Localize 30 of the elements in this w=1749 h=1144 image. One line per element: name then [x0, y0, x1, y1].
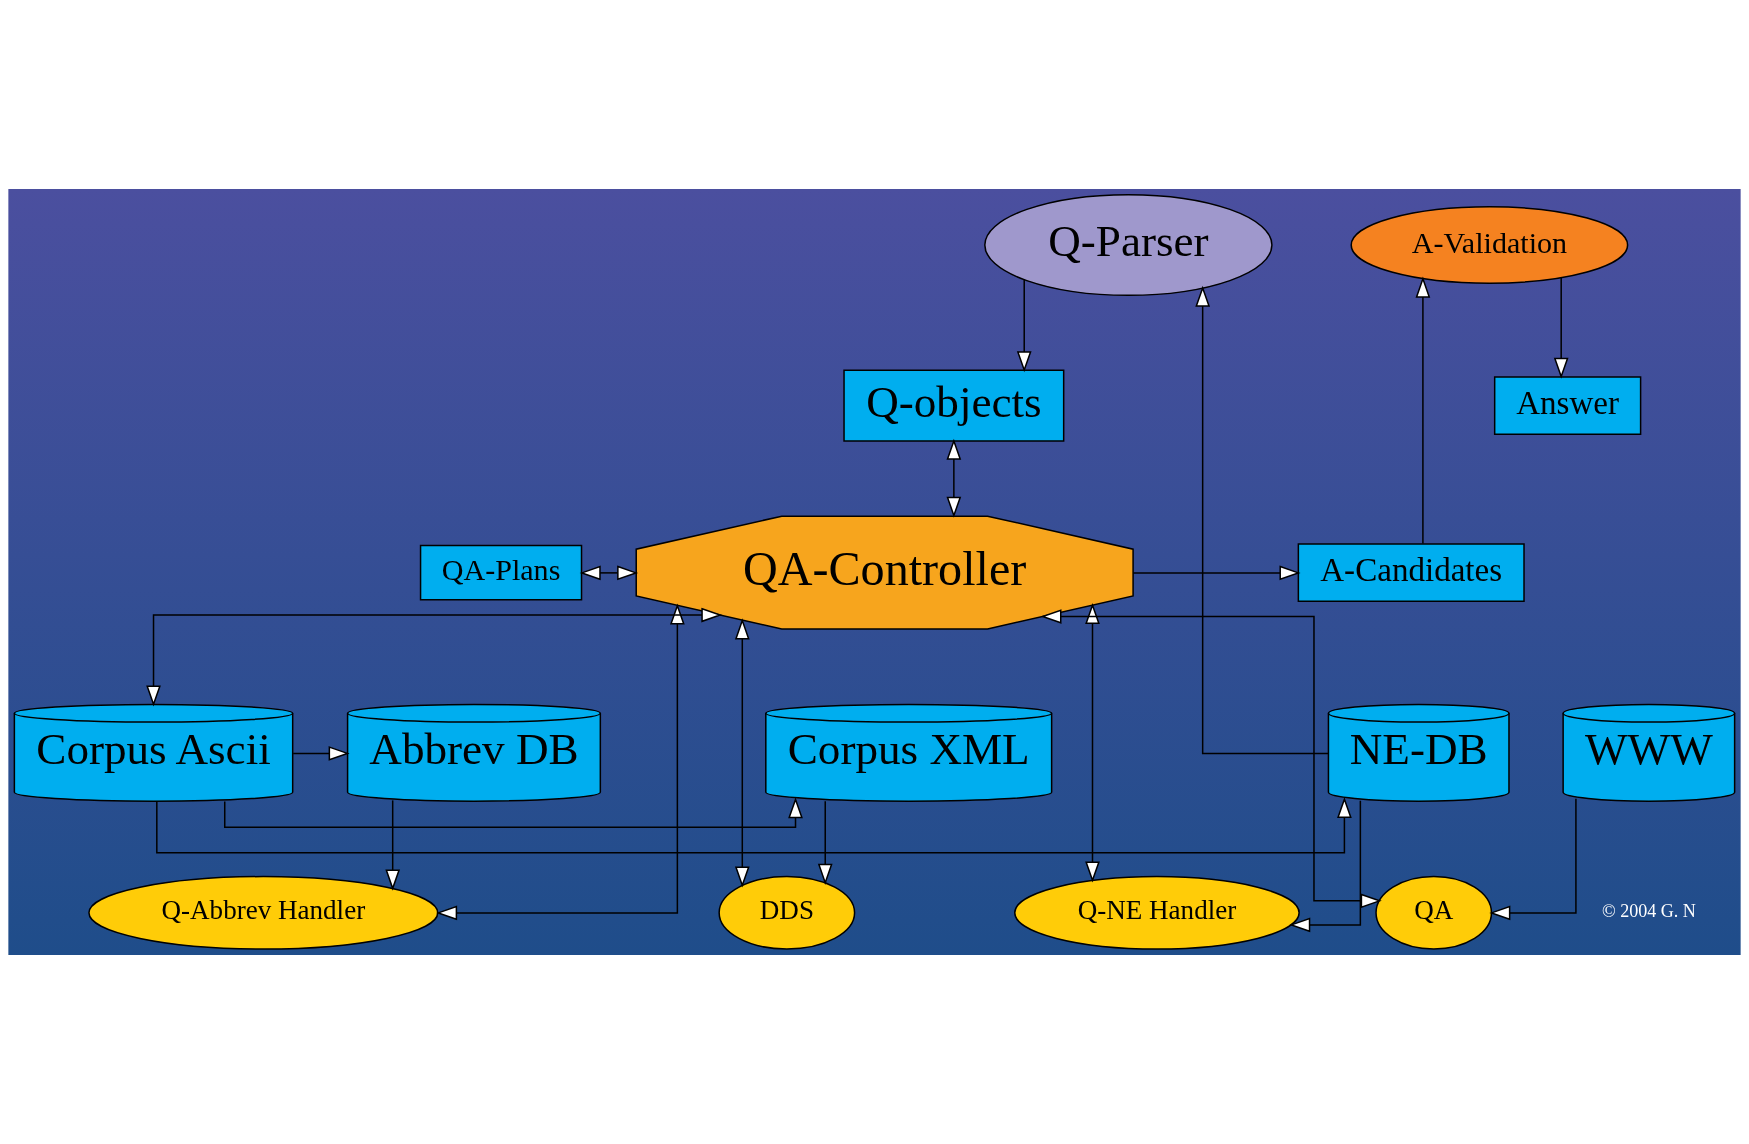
arrow	[817, 800, 833, 885]
node-box: Q-objects	[843, 369, 1065, 442]
node-ellipse: Q-Parser	[984, 193, 1273, 297]
arrow	[1289, 800, 1362, 933]
arrow	[385, 799, 401, 891]
arrow	[1553, 277, 1569, 379]
node-box: QA-Plans	[419, 544, 583, 601]
node-box: Answer	[1493, 376, 1642, 435]
arrow	[156, 797, 1352, 854]
arrow	[146, 607, 723, 707]
arrow	[436, 603, 685, 921]
label: © 2004 G. N	[1601, 901, 1696, 922]
arrow	[946, 438, 962, 518]
node-box: A-Candidates	[1297, 543, 1525, 602]
arrow	[1085, 602, 1100, 883]
arrow	[292, 746, 350, 761]
node-ellipse: A-Validation	[1350, 206, 1629, 284]
node-ellipse: QA	[1375, 875, 1493, 950]
node-ellipse: Q-Abbrev Handler	[88, 875, 439, 950]
arrow	[1016, 278, 1032, 373]
node-ellipse: Q-NE Handler	[1014, 875, 1300, 950]
arrow	[1489, 797, 1577, 921]
arrow	[579, 565, 639, 581]
arrow	[1415, 276, 1431, 545]
arrow	[1195, 285, 1330, 755]
node-ellipse: DDS	[718, 875, 856, 950]
arrow	[1040, 609, 1382, 909]
arrow	[734, 618, 750, 888]
arrow	[224, 797, 803, 828]
arrow	[1132, 565, 1301, 581]
